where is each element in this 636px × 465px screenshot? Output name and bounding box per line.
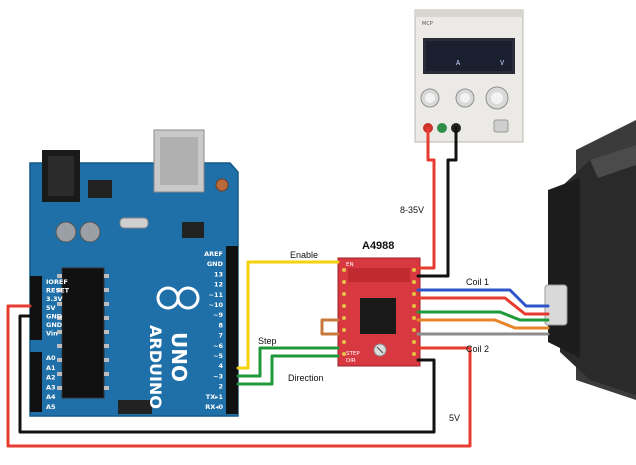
power-header xyxy=(30,276,42,340)
pin-label: ~9 xyxy=(213,311,223,319)
crystal-oscillator xyxy=(119,217,149,229)
pin-label: A1 xyxy=(46,364,56,372)
wire-coil2-green xyxy=(416,310,550,322)
voltage-regulator xyxy=(88,180,112,198)
driver-chip xyxy=(360,298,396,334)
wire-coil1-blue xyxy=(416,288,550,308)
capacitor-icon xyxy=(55,221,77,243)
svg-text:STEP: STEP xyxy=(346,351,360,357)
power-supply: MCP A V xyxy=(414,9,524,143)
wire-step-green xyxy=(236,346,340,378)
pin-label: GND xyxy=(207,260,224,268)
arduino-uno-board: ARDUINO UNO AREF GND 13 12 ~11 ~10 ~9 8 7 ~6 ~5 4 ~3… xyxy=(29,129,239,417)
pin-label: ~3 xyxy=(213,372,223,380)
psu-terminal-ground xyxy=(437,123,447,133)
pin-label: 5V xyxy=(46,304,56,312)
icsp-header xyxy=(118,400,152,414)
coil1-label: Coil 1 xyxy=(466,277,489,287)
wire-coil2-orange xyxy=(416,318,550,330)
digital-header xyxy=(226,246,238,414)
pin-label: 8 xyxy=(218,321,223,329)
pin-label: GND xyxy=(46,312,63,320)
arduino-model-text: UNO xyxy=(167,332,191,382)
wire-gnd-black xyxy=(416,126,458,278)
pin-label: ~6 xyxy=(213,342,223,350)
psu-brand: MCP xyxy=(422,21,433,27)
wire-logic-gnd-black xyxy=(18,314,436,434)
psu-unit-amps: A xyxy=(456,59,461,67)
psu-power-switch[interactable] xyxy=(493,119,509,133)
enable-label: Enable xyxy=(290,250,318,260)
wires xyxy=(6,126,550,448)
stepper-motor xyxy=(544,120,636,400)
wire-5v-red xyxy=(6,304,472,448)
wire-enable-yellow xyxy=(236,260,340,370)
icsp-header xyxy=(182,222,204,238)
capacitor-icon xyxy=(79,221,101,243)
pin-label: A0 xyxy=(46,354,56,362)
pin-label: 13 xyxy=(214,270,223,278)
pin-label: TX▸1 xyxy=(206,393,224,401)
pin-label: A2 xyxy=(46,374,56,382)
pin-label: 7 xyxy=(218,332,223,340)
svg-text:DIR: DIR xyxy=(346,358,356,364)
direction-label: Direction xyxy=(288,373,324,383)
pin-label: A4 xyxy=(46,393,56,401)
pin-label: A3 xyxy=(46,383,56,391)
pin-label: GND xyxy=(46,321,63,329)
wire-vmot-red xyxy=(416,126,436,270)
wire-coil1-red xyxy=(416,296,550,316)
a4988-driver: STEP DIR EN xyxy=(337,257,421,367)
pin-label: 2 xyxy=(218,383,223,391)
coil2-label: Coil 2 xyxy=(466,344,489,354)
step-label: Step xyxy=(258,336,277,346)
pin-label: 3.3V xyxy=(46,295,63,303)
analog-header xyxy=(30,352,42,412)
arduino-brand-text: ARDUINO xyxy=(146,325,165,409)
psu-unit-volts: V xyxy=(500,59,505,67)
pin-label: ~5 xyxy=(213,352,223,360)
svg-text:EN: EN xyxy=(346,262,354,268)
wire-direction-green xyxy=(236,354,340,386)
pin-label: ~11 xyxy=(209,291,224,299)
pin-label: RX◂0 xyxy=(205,403,223,411)
pin-label: IOREF xyxy=(46,278,68,286)
pin-label: RESET xyxy=(46,287,70,295)
arduino-logo xyxy=(156,286,200,310)
pin-label: A5 xyxy=(46,403,56,411)
driver-label: A4988 xyxy=(362,240,394,252)
pin-label: AREF xyxy=(204,250,223,258)
wire-sleep-reset-loop xyxy=(320,318,340,336)
pin-label: 4 xyxy=(218,362,223,370)
supply-voltage-label: 8-35V xyxy=(400,205,424,215)
logic-voltage-label: 5V xyxy=(449,413,460,423)
pin-label: Vin xyxy=(46,330,58,338)
pin-label: ~10 xyxy=(209,301,224,309)
pin-label: 12 xyxy=(214,281,223,289)
digital-pin-labels: AREF GND 13 12 ~11 ~10 ~9 8 7 ~6 ~5 4 ~3 2TX▸1RX◂0 xyxy=(204,250,224,411)
reset-button[interactable] xyxy=(215,178,229,192)
